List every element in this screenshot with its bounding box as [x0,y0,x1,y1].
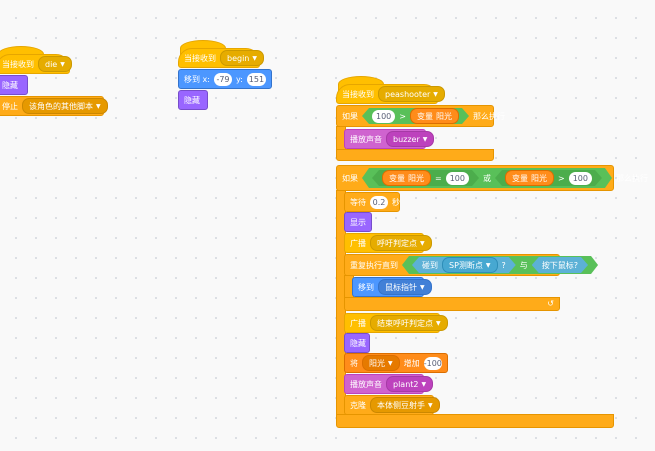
when-receive-begin-block[interactable]: 当接收到 begin▼ [178,48,264,68]
broadcast-end-judge-block[interactable]: 广播 结束呼吁判定点▼ [344,313,448,333]
repeat-bottom-arm: ↺ [344,297,560,311]
change-sunshine-block[interactable]: 将 阳光▼ 增加 -100 [344,353,448,373]
play-sound-buzzer-block[interactable]: 播放声音 buzzer▼ [344,129,435,149]
sound-dropdown[interactable]: plant2▼ [386,376,434,392]
touch-target-dropdown[interactable]: SP测断点▼ [442,257,498,273]
if2-bottom-arm [336,414,614,428]
message-dropdown[interactable]: begin▼ [220,50,264,66]
variable-dropdown[interactable]: 阳光▼ [362,355,400,371]
variable-reporter[interactable]: 变量阳光 [410,108,459,124]
caret-down-icon: ▼ [60,60,65,68]
caret-down-icon: ▼ [428,401,433,409]
hide-block[interactable]: 隐藏 [344,333,370,353]
equals-operator[interactable]: 变量阳光 = 100 [372,170,479,186]
greater-than-operator[interactable]: 100 > 变量阳光 [362,108,469,124]
clone-target-dropdown[interactable]: 本体侧豆射手▼ [370,397,440,413]
caret-down-icon: ▼ [485,261,491,269]
mouse-down-sensing[interactable]: 按下鼠标? [532,257,588,273]
loop-arrow-icon: ↺ [547,299,554,308]
when-receive-peashooter-block[interactable]: 当接收到 peashooter▼ [336,84,445,104]
variable-reporter[interactable]: 变量阳光 [505,170,554,186]
caret-down-icon: ▼ [420,239,425,247]
if1-bottom-arm [336,149,494,161]
y-input[interactable]: 151 [246,72,266,86]
caret-down-icon: ▼ [421,380,427,388]
caret-down-icon: ▼ [420,283,425,291]
change-value-input[interactable]: -100 [423,356,442,370]
stop-option-dropdown[interactable]: 该角色的其他脚本▼ [22,98,108,114]
goto-target-dropdown[interactable]: 鼠标指针▼ [378,279,432,295]
wait-seconds-input[interactable]: 0.2 [370,195,388,209]
and-operator[interactable]: 碰到 SP测断点▼ ? 与 按下鼠标? [402,256,598,274]
caret-down-icon: ▼ [436,319,441,327]
variable-reporter[interactable]: 变量阳光 [382,170,431,186]
if2-number-a-input[interactable]: 100 [446,172,469,185]
show-block[interactable]: 显示 [344,212,372,232]
broadcast-judge-block[interactable]: 广播 呼吁判定点▼ [344,233,432,253]
or-operator[interactable]: 变量阳光 = 100 或 变量阳光 > 100 [362,168,612,188]
caret-down-icon: ▼ [96,102,101,110]
if-sunshine-enough-block[interactable]: 如果 变量阳光 = 100 或 变量阳光 > 100 那么执行 [336,165,648,191]
greater-than-operator[interactable]: 变量阳光 > 100 [495,170,602,186]
message-dropdown[interactable]: peashooter▼ [378,86,445,102]
goto-xy-block[interactable]: 移到 x: -79 y: 151 [178,69,272,89]
hat-label: 当接收到 [2,59,34,69]
hide-block[interactable]: 隐藏 [0,75,28,95]
caret-down-icon: ▼ [388,359,393,367]
create-clone-block[interactable]: 克隆 本体侧豆射手▼ [344,395,440,415]
if1-number-input[interactable]: 100 [372,110,395,123]
message-dropdown[interactable]: die▼ [38,56,72,72]
goto-mouse-block[interactable]: 移到 鼠标指针▼ [352,277,432,297]
wait-block[interactable]: 等待 0.2 秒 [344,192,400,212]
repeat-until-block[interactable]: 重复执行直到 碰到 SP测断点▼ ? 与 按下鼠标? [344,254,560,276]
caret-down-icon: ▼ [433,90,438,98]
if2-number-b-input[interactable]: 100 [569,172,592,185]
sound-dropdown[interactable]: buzzer▼ [386,131,435,147]
caret-down-icon: ▼ [252,54,257,62]
when-receive-die-block[interactable]: 当接收到 die▼ [0,54,72,74]
stop-block[interactable]: 停止 该角色的其他脚本▼ [0,96,108,116]
play-sound-plant2-block[interactable]: 播放声音 plant2▼ [344,374,434,394]
broadcast-dropdown[interactable]: 呼吁判定点▼ [370,235,432,251]
if-sunshine-less-block[interactable]: 如果 100 > 变量阳光 那么执行 [336,105,505,127]
hide-block[interactable]: 隐藏 [178,90,208,110]
broadcast-dropdown[interactable]: 结束呼吁判定点▼ [370,315,448,331]
touching-sensing[interactable]: 碰到 SP测断点▼ ? [412,257,516,273]
caret-down-icon: ▼ [422,135,428,143]
x-input[interactable]: -79 [213,72,232,86]
